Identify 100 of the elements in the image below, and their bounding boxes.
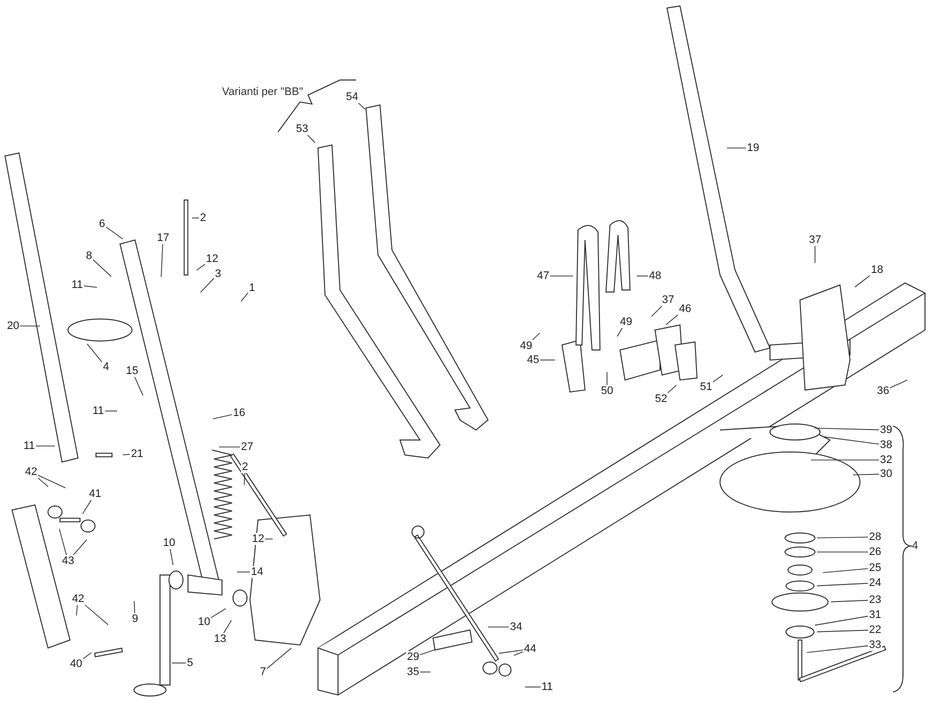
leader-line: [82, 500, 92, 514]
leader-line: [606, 372, 608, 386]
callout-number: 53: [295, 123, 310, 135]
leader-line: [667, 384, 677, 394]
leader-line: [514, 651, 524, 656]
callout-number: 12: [251, 533, 266, 545]
callout-number: 54: [345, 91, 360, 103]
callout-number: 11: [92, 405, 105, 417]
callout-number: 28: [868, 531, 882, 543]
leader-line: [358, 102, 366, 110]
leader-line: [616, 328, 623, 337]
leader-line: [122, 454, 130, 456]
callout-number: 26: [868, 546, 882, 558]
callout-number: 18: [870, 264, 884, 276]
leader-line: [86, 344, 102, 362]
callout-number: 32: [879, 454, 894, 466]
leader-line: [816, 630, 868, 632]
leader-line: [38, 474, 66, 488]
callout-number: 38: [879, 439, 894, 451]
callout-number: 36: [876, 385, 890, 397]
callout-number: 15: [125, 365, 140, 377]
leader-line: [244, 472, 246, 486]
leader-line: [488, 626, 510, 628]
callout-number: 51: [699, 381, 714, 393]
callout-number: 30: [879, 468, 894, 480]
leader-line: [218, 446, 240, 448]
leader-line: [814, 428, 880, 430]
leader-line: [420, 649, 436, 656]
leader-line: [822, 568, 868, 573]
leader-line: [532, 332, 540, 340]
leader-line: [212, 414, 232, 420]
leader-line: [134, 600, 136, 614]
callout-number: 2: [199, 212, 208, 224]
callout-number: 42: [24, 466, 38, 478]
callout-number: 50: [600, 385, 614, 397]
callout-number: 37: [661, 294, 676, 306]
callout-number: 23: [868, 594, 882, 606]
callout-number: 49: [519, 340, 534, 352]
leader-line: [307, 134, 316, 144]
leader-line: [172, 662, 186, 664]
leader-line: [240, 292, 248, 302]
callout-number: 33: [868, 639, 882, 651]
callout-number: 10: [197, 616, 212, 628]
callout-number: 9: [131, 613, 140, 625]
callout-number: 1: [248, 282, 256, 294]
callout-number: 40: [69, 658, 84, 670]
callout-number: 22: [868, 624, 882, 636]
callout-number: 25: [868, 562, 882, 574]
leader-line: [104, 410, 118, 412]
callout-number: 29: [406, 651, 420, 663]
callout-number: 41: [88, 488, 102, 500]
callout-number: 34: [509, 621, 524, 633]
callout-number: 12: [205, 253, 220, 265]
callout-number: 14: [250, 566, 264, 578]
leader-line: [92, 259, 112, 277]
leader-line: [264, 538, 274, 540]
callout-number: 10: [162, 537, 176, 549]
callout-number: 13: [213, 633, 228, 645]
leader-line: [160, 244, 164, 278]
leader-line: [84, 604, 109, 626]
leader-line: [76, 604, 78, 616]
callout-number: 3: [214, 268, 222, 280]
leader-line: [200, 278, 214, 293]
leader-line: [814, 246, 816, 264]
callout-number: 11: [540, 681, 554, 693]
callout-number: 43: [61, 555, 76, 567]
callout-number: 19: [746, 142, 760, 154]
callout-number: 31: [868, 609, 882, 621]
callout-number: 46: [678, 303, 692, 315]
callout-number: 4: [102, 361, 110, 373]
leader-line: [666, 314, 678, 326]
callout-number: 42: [71, 593, 86, 605]
leader-line: [712, 374, 724, 382]
callout-number: 7: [259, 666, 268, 678]
callout-number: 39: [879, 424, 894, 436]
callout-number: 45: [526, 354, 540, 366]
callout-number: 20: [6, 320, 20, 332]
leader-line: [83, 285, 98, 288]
callout-number: 16: [232, 407, 246, 419]
callout-number: 44: [523, 643, 538, 655]
leader-line: [58, 528, 67, 556]
variant-note: Varianti per "BB": [222, 86, 303, 98]
leader-line: [196, 264, 206, 271]
leader-line: [854, 275, 870, 288]
leader-line: [266, 648, 292, 669]
callout-number: 11: [22, 440, 36, 452]
leader-line: [524, 686, 541, 688]
leader-line: [830, 600, 868, 602]
callout-number: 24: [868, 577, 882, 589]
leader-line: [106, 226, 124, 240]
leader-line: [72, 539, 88, 556]
callout-number: 6: [98, 218, 106, 230]
callout-number: 21: [130, 448, 144, 460]
callout-number: 8: [85, 250, 94, 262]
leader-line: [806, 645, 868, 653]
callout-number: 27: [240, 441, 254, 453]
callout-number: 2: [241, 461, 250, 473]
leader-line: [814, 616, 868, 626]
callout-number: 5: [186, 657, 194, 669]
leader-line: [816, 536, 868, 538]
